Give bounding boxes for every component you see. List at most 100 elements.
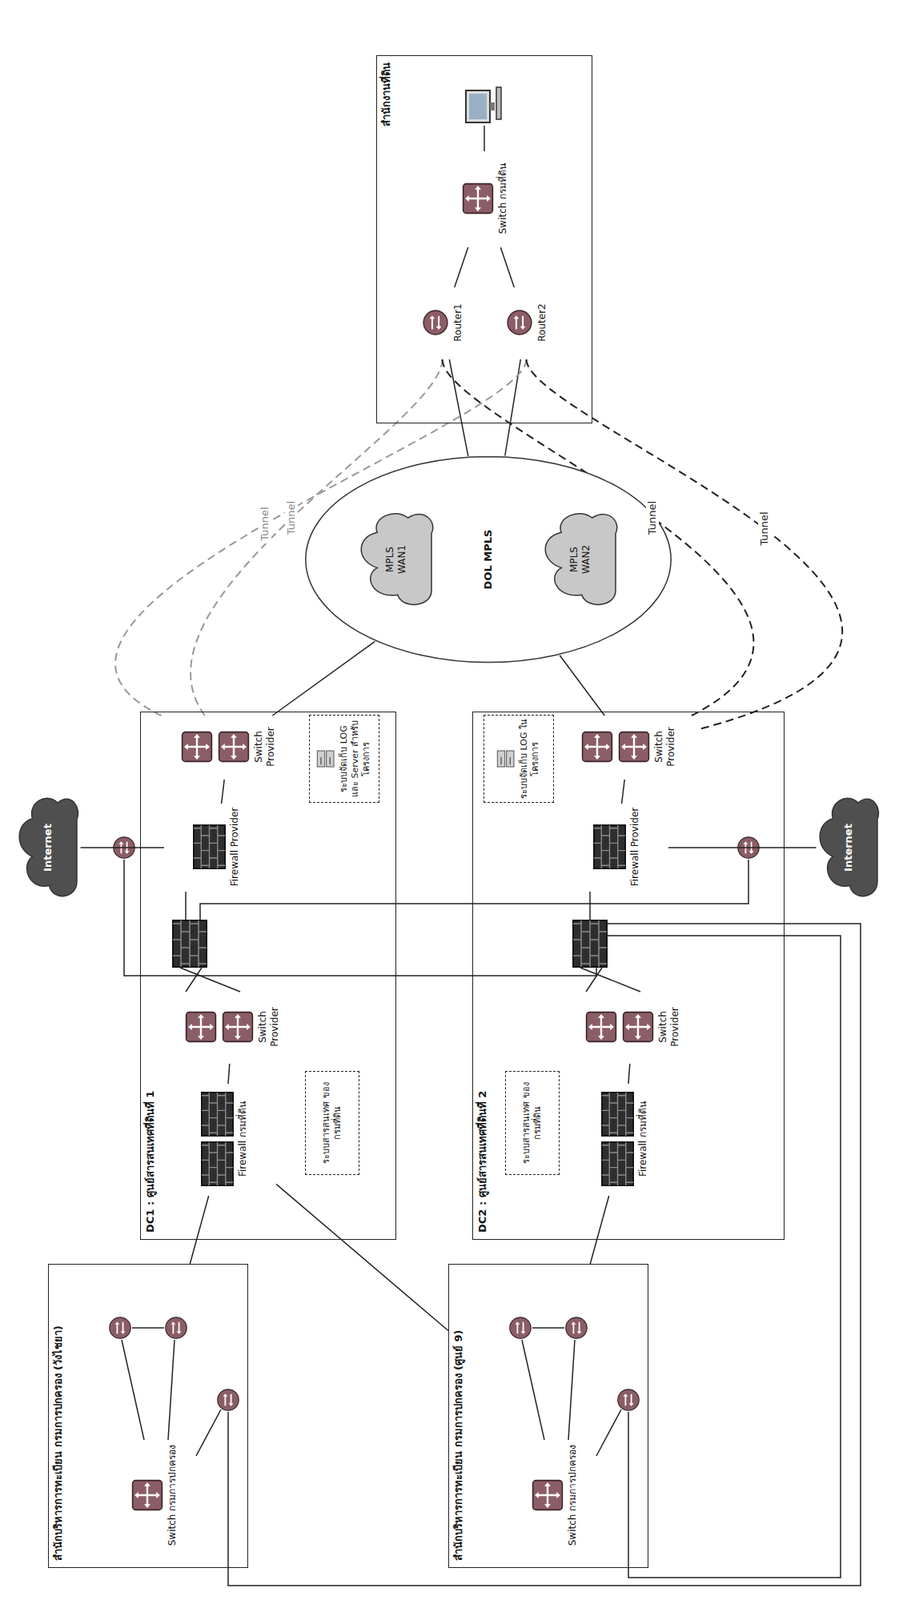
mpls-network: DOL MPLS MPLSWAN1 MPLSWAN2: [304, 455, 673, 664]
router-icon: [165, 1317, 187, 1339]
cloud-outline: [361, 513, 434, 606]
server-icon: [497, 750, 515, 767]
node-label: WAN2: [580, 545, 593, 574]
wire: [607, 935, 841, 1578]
node-label: DOL MPLS: [481, 529, 495, 590]
wire: [184, 891, 187, 920]
wire: [596, 1409, 622, 1457]
node-label: ระบบจัดเก็บ LOG และ Server สำหรับโครงการ: [338, 718, 372, 799]
cloud-outline: [19, 798, 78, 896]
link-connector: [454, 247, 469, 288]
link-connector: [272, 641, 375, 716]
node-label: Firewall Provider: [629, 807, 642, 887]
node-label: Firewall กรมที่ดิน: [637, 1101, 650, 1177]
computer-icon: [465, 87, 502, 123]
firewall-icon: [201, 1142, 233, 1186]
firewall-icon: [601, 1142, 634, 1186]
switch-icon: [619, 732, 650, 763]
node-label: Switch Provider: [252, 718, 277, 776]
router-icon: [507, 310, 532, 335]
node-label: Firewall Provider: [228, 807, 241, 887]
switch-icon: [531, 1479, 564, 1512]
wan-cloud: MPLSWAN2: [536, 507, 625, 612]
node-label: ระบบจัดเก็บ LOG ในโครงการ: [518, 718, 542, 799]
firewall-icon: [601, 1091, 635, 1137]
node-label: Switch Provider: [657, 994, 682, 1060]
node-label: MPLS: [384, 546, 397, 573]
switch: Switch กรมการปกครอง: [112, 1439, 197, 1552]
router-icon: [618, 1389, 639, 1411]
node-label: Switch Provider: [256, 994, 281, 1060]
tunnel-label: Tunnel: [758, 509, 771, 548]
data-center-box: DC2 : ศูนย์สารสนเทศที่ดินที่ 2 Switch Pro…: [472, 711, 785, 1241]
firewall-icon: [573, 920, 607, 968]
switch-pair: Switch Provider: [561, 714, 698, 779]
link-connector: [80, 846, 165, 849]
wire: [180, 967, 241, 992]
log-system-box: ระบบจัดเก็บ LOG ในโครงการ: [483, 714, 554, 803]
link-connector: [276, 1183, 449, 1331]
switch-icon: [622, 1011, 655, 1044]
link-connector: [622, 779, 626, 804]
link-connector: [449, 359, 469, 457]
link-connector: [589, 1195, 609, 1265]
info-system-box: ระบบสารสนเทศ ของกรมที่ดิน: [305, 1071, 360, 1176]
switch-icon: [182, 732, 213, 763]
router-icon: [509, 1317, 531, 1339]
firewall-icon: [200, 1141, 234, 1187]
node-label: Switch กรมที่ดิน: [497, 163, 510, 235]
switch-icon: [585, 1011, 618, 1044]
node-label: สำนักบริหารการทะเบียน กรมการปกครอง (ศูนย…: [452, 1329, 466, 1562]
router: Router1: [413, 286, 474, 359]
node-label: สำนักงานที่ดิน: [380, 62, 394, 127]
wire: [580, 967, 641, 992]
router-icon: [421, 309, 450, 337]
switch-icon: [462, 184, 493, 214]
switch-icon: [132, 1480, 163, 1511]
switch-icon: [223, 1012, 253, 1043]
office-box: สำนักบริหารการทะเบียน กรมการปกครอง (ศูนย…: [448, 1264, 649, 1569]
link-connector: [221, 779, 225, 804]
switch-pair: Switch Provider: [160, 714, 297, 779]
link-connector: [559, 655, 605, 716]
wire: [589, 891, 591, 920]
tunnel-label: Tunnel: [646, 498, 659, 538]
wire: [483, 125, 486, 152]
node-label: Internet: [842, 823, 855, 872]
node-label: ระบบสารสนเทศ ของกรมที่ดิน: [321, 1075, 344, 1172]
firewall: Firewall Provider: [164, 802, 269, 891]
node-label: Router1: [452, 303, 465, 342]
wire: [132, 1327, 165, 1329]
wire: [196, 1409, 221, 1457]
node-label: WAN1: [396, 545, 409, 574]
node-label: Switch Provider: [653, 718, 678, 776]
wire: [124, 859, 597, 976]
server-icon: [316, 748, 336, 770]
switch-icon: [581, 730, 614, 763]
tunnel-connector: [526, 359, 843, 731]
router-icon: [423, 310, 448, 335]
switch-pair: Switch Provider: [164, 991, 301, 1064]
node-label: Switch กรมการปกครอง: [166, 1444, 179, 1547]
router: Router2: [497, 286, 558, 359]
firewall-icon: [601, 1141, 635, 1187]
firewall-icon: [172, 920, 207, 968]
switch-icon: [461, 182, 494, 215]
node-label: Router2: [536, 303, 549, 342]
wire: [568, 1340, 575, 1441]
info-system-box: ระบบสารสนเทศ ของกรมที่ดิน: [505, 1071, 560, 1176]
tunnel-label: Tunnel: [284, 498, 298, 538]
switch-icon: [217, 730, 250, 763]
node-label: DC1 : ศูนย์สารสนเทศที่ดินที่ 1: [144, 1091, 157, 1233]
switch-icon: [219, 732, 249, 763]
server-icon: [496, 748, 516, 770]
wire: [121, 1340, 145, 1441]
wire: [228, 923, 861, 1586]
internet-cloud: Internet: [12, 791, 85, 904]
link-connector: [228, 1063, 230, 1084]
ellipse-outline: [305, 457, 671, 663]
wire: [521, 1340, 545, 1441]
node-label: DC2 : ศูนย์สารสนเทศที่ดินที่ 2: [476, 1091, 490, 1233]
link-connector: [189, 1195, 209, 1265]
switch-icon: [623, 1012, 654, 1043]
